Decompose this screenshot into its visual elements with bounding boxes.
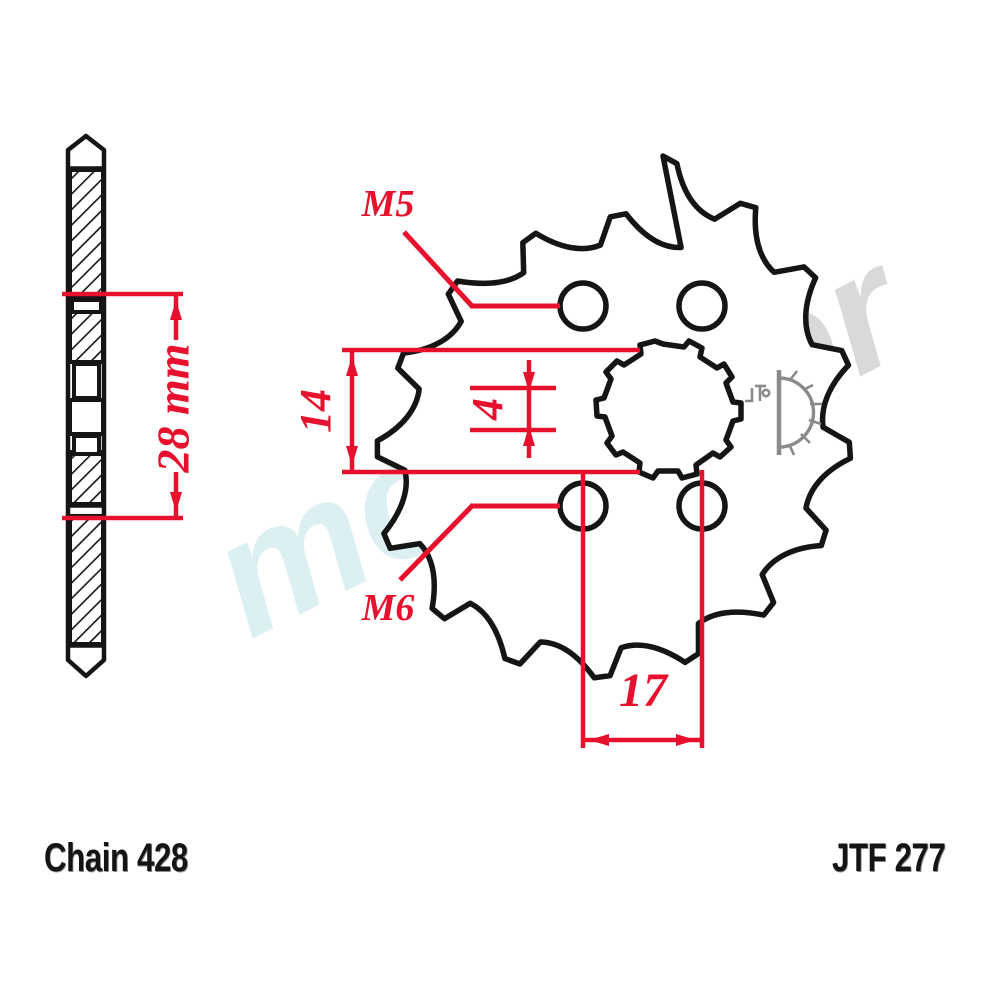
profile-hatched-blocks: [68, 168, 104, 646]
dimension-14: 14: [291, 347, 640, 475]
part-number-label: JTF 277: [831, 836, 946, 880]
dim14-arrow-up: [346, 356, 358, 376]
bolt-hole-upper-right: [676, 280, 728, 332]
dimension-28mm-label: 28 mm: [148, 343, 199, 473]
dim28-arrow-down: [170, 492, 182, 512]
m5-leader-diagonal: [402, 230, 474, 308]
dim4-arrow-down: [523, 426, 535, 446]
annotation-m5-label: M5: [361, 183, 415, 225]
dimension-17: 17: [580, 470, 705, 748]
annotation-m6-label: M6: [361, 587, 415, 629]
jt-sprockets-logo: [745, 370, 822, 456]
sprocket-hub-spline: [593, 338, 744, 481]
annotation-m5: M5: [361, 183, 560, 309]
dim4-arrow-up: [523, 372, 535, 392]
dim17-arrow-left: [589, 734, 609, 746]
face-view-group: M5 M6 14 4: [291, 153, 854, 748]
annotation-m6: M6: [361, 503, 560, 629]
side-view-group: 28 mm: [62, 133, 199, 679]
bolt-hole-upper-left: [557, 280, 609, 332]
dim28-arrow-up: [170, 300, 182, 320]
dimension-4: 4: [463, 360, 556, 458]
dim17-arrow-right: [676, 734, 696, 746]
m6-leader-diagonal: [398, 504, 474, 582]
dim14-arrow-down: [346, 446, 358, 466]
dimension-28mm: 28 mm: [62, 291, 199, 521]
dimension-17-label: 17: [619, 664, 669, 717]
jt-monogram: [745, 384, 771, 403]
dimension-14-label: 14: [291, 389, 340, 433]
chain-label: Chain 428: [44, 836, 188, 880]
profile-dividers: [70, 166, 103, 648]
dimension-4-label: 4: [463, 398, 512, 421]
profile-hub-blocks: [68, 298, 105, 456]
